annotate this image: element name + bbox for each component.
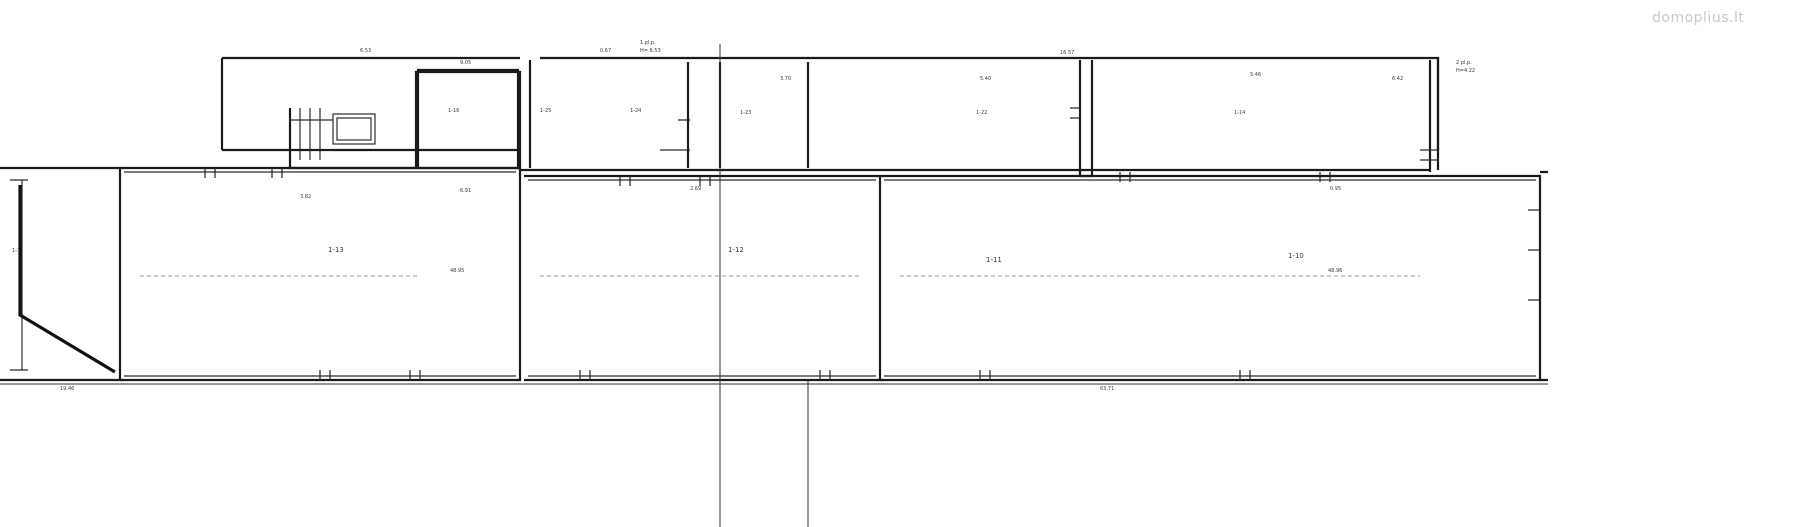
- dim-label: H= 6.53: [640, 48, 661, 54]
- dim-label: 9.05: [460, 60, 471, 66]
- opening-ticks: [204, 168, 1331, 380]
- room-label: 1-25: [540, 108, 551, 114]
- diagonal-wall: [18, 185, 116, 374]
- dim-label: H=4.22: [1456, 68, 1475, 74]
- dim-label: 19.46: [60, 386, 74, 392]
- dim-label: 16.57: [1060, 50, 1074, 56]
- dim-label: 6.53: [360, 48, 371, 54]
- room-label: 1-14: [1234, 110, 1245, 116]
- room-label: 1-1: [12, 248, 20, 254]
- dim-label: 48.95: [450, 268, 464, 274]
- dim-label: 0.67: [600, 48, 611, 54]
- axis-lines: [0, 44, 1548, 527]
- dim-label: 3.82: [300, 194, 311, 200]
- dimension-labels: 1 pl.p. H= 6.53 2 pl.p. H=4.22 6.53 0.67…: [60, 40, 1475, 392]
- room-labels: 1-16 1-25 1-24 1-23 1-22 1-14 1-13 1-12 …: [12, 108, 1304, 264]
- dim-label: 5.46: [1250, 72, 1261, 78]
- room-label: 1-13: [328, 246, 344, 254]
- dim-label: 2.69: [690, 186, 701, 192]
- dim-label: 0.95: [1330, 186, 1341, 192]
- dim-label: 3.70: [780, 76, 791, 82]
- dim-label: 63.71: [1100, 386, 1114, 392]
- room-label: 1-24: [630, 108, 641, 114]
- dim-label: 48.96: [1328, 268, 1342, 274]
- room-label: 1-12: [728, 246, 744, 254]
- room-label: 1-16: [448, 108, 459, 114]
- room-label: 1-10: [1288, 252, 1304, 260]
- dim-label: 6.42: [1392, 76, 1403, 82]
- dim-label: 6.91: [460, 188, 471, 194]
- dim-label: 5.40: [980, 76, 991, 82]
- main-hall-walls: [0, 166, 1548, 382]
- dim-label: 1 pl.p.: [640, 40, 656, 46]
- room-label: 1-22: [976, 110, 987, 116]
- room-label: 1-11: [986, 256, 1002, 264]
- dim-label: 2 pl.p.: [1456, 60, 1472, 66]
- watermark: domoplius.lt: [1652, 10, 1744, 26]
- room-label: 1-23: [740, 110, 751, 116]
